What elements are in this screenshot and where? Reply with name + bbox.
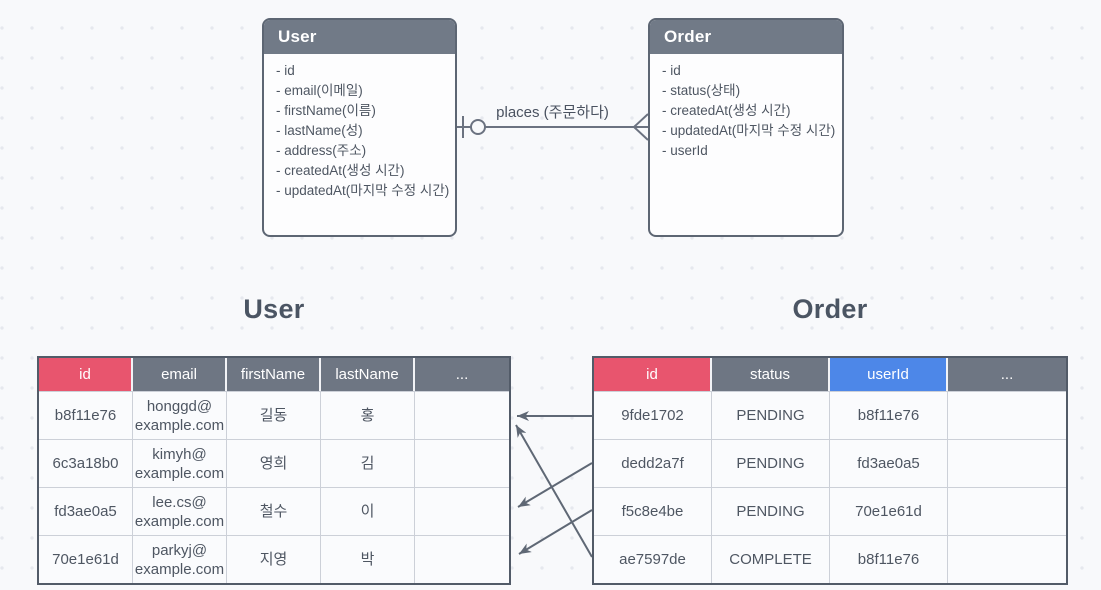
cell-id: b8f11e76 xyxy=(39,392,133,439)
cell-id: ae7597de xyxy=(594,536,712,583)
cell-status: COMPLETE xyxy=(712,536,830,583)
cell-more xyxy=(415,392,509,439)
table-row: b8f11e76 honggd@ example.com 길동 홍 xyxy=(39,391,509,439)
cell-status: PENDING xyxy=(712,440,830,487)
entity-field: - firstName(이름) xyxy=(276,103,376,118)
entity-user: User - id - email(이메일) - firstName(이름) -… xyxy=(262,18,457,237)
cell-more xyxy=(948,488,1066,535)
entity-field: - email(이메일) xyxy=(276,83,363,98)
cell-id: fd3ae0a5 xyxy=(39,488,133,535)
cell-lastname: 홍 xyxy=(321,392,415,439)
cell-status: PENDING xyxy=(712,488,830,535)
entity-order-fields: - id - status(상태) - createdAt(생성 시간) - u… xyxy=(650,54,842,161)
cell-lastname: 이 xyxy=(321,488,415,535)
entity-order-title: Order xyxy=(650,20,842,54)
cell-email: kimyh@ example.com xyxy=(133,440,227,487)
user-table: id email firstName lastName ... b8f11e76… xyxy=(37,356,511,585)
order-table-header: id status userId ... xyxy=(594,358,1066,391)
cell-userid: b8f11e76 xyxy=(830,392,948,439)
cardinality-optional-circle-icon xyxy=(470,119,486,135)
cell-userid: fd3ae0a5 xyxy=(830,440,948,487)
cell-more xyxy=(415,536,509,583)
column-header-more: ... xyxy=(948,358,1066,391)
cell-id: 70e1e61d xyxy=(39,536,133,583)
cell-more xyxy=(948,440,1066,487)
cell-status: PENDING xyxy=(712,392,830,439)
user-table-header: id email firstName lastName ... xyxy=(39,358,509,391)
cell-email: parkyj@ example.com xyxy=(133,536,227,583)
fk-arrow-dedd2a7f-fd3ae0a5 xyxy=(517,462,593,508)
cell-firstname: 길동 xyxy=(227,392,321,439)
order-table-title: Order xyxy=(792,294,868,324)
table-row: f5c8e4be PENDING 70e1e61d xyxy=(594,487,1066,535)
cell-more xyxy=(948,536,1066,583)
entity-field: - updatedAt(마지막 수정 시간) xyxy=(662,123,836,138)
cell-firstname: 영희 xyxy=(227,440,321,487)
entity-user-title: User xyxy=(264,20,455,54)
column-header-id: id xyxy=(39,358,133,391)
column-header-email: email xyxy=(133,358,227,391)
cell-more xyxy=(415,488,509,535)
table-row: fd3ae0a5 lee.cs@ example.com 철수 이 xyxy=(39,487,509,535)
entity-field: - createdAt(생성 시간) xyxy=(276,163,405,178)
cell-more xyxy=(948,392,1066,439)
entity-order: Order - id - status(상태) - createdAt(생성 시… xyxy=(648,18,844,237)
column-header-firstname: firstName xyxy=(227,358,321,391)
entity-field: - status(상태) xyxy=(662,83,741,98)
table-row: ae7597de COMPLETE b8f11e76 xyxy=(594,535,1066,583)
cell-lastname: 박 xyxy=(321,536,415,583)
cell-id: dedd2a7f xyxy=(594,440,712,487)
cell-firstname: 철수 xyxy=(227,488,321,535)
cell-id: 9fde1702 xyxy=(594,392,712,439)
cell-email: honggd@ example.com xyxy=(133,392,227,439)
column-header-id: id xyxy=(594,358,712,391)
cell-id: f5c8e4be xyxy=(594,488,712,535)
table-row: 70e1e61d parkyj@ example.com 지영 박 xyxy=(39,535,509,583)
entity-field: - createdAt(생성 시간) xyxy=(662,103,791,118)
cell-email: lee.cs@ example.com xyxy=(133,488,227,535)
table-row: 9fde1702 PENDING b8f11e76 xyxy=(594,391,1066,439)
cell-userid: b8f11e76 xyxy=(830,536,948,583)
table-row: dedd2a7f PENDING fd3ae0a5 xyxy=(594,439,1066,487)
entity-field: - address(주소) xyxy=(276,143,367,158)
table-row: 6c3a18b0 kimyh@ example.com 영희 김 xyxy=(39,439,509,487)
entity-field: - userId xyxy=(662,143,708,158)
entity-field: - id xyxy=(662,63,681,78)
entity-field: - id xyxy=(276,63,295,78)
entity-field: - lastName(성) xyxy=(276,123,363,138)
cell-firstname: 지영 xyxy=(227,536,321,583)
column-header-status: status xyxy=(712,358,830,391)
fk-arrow-f5c8e4be-70e1e61d xyxy=(518,509,593,555)
column-header-userid: userId xyxy=(830,358,948,391)
entity-user-fields: - id - email(이메일) - firstName(이름) - last… xyxy=(264,54,455,201)
cell-more xyxy=(415,440,509,487)
column-header-more: ... xyxy=(415,358,509,391)
cell-id: 6c3a18b0 xyxy=(39,440,133,487)
relationship-label: places (주문하다) xyxy=(496,104,609,121)
fk-arrow-ae7597de-b8f11e76 xyxy=(515,424,593,558)
user-table-title: User xyxy=(243,294,305,324)
entity-field: - updatedAt(마지막 수정 시간) xyxy=(276,183,450,198)
cell-lastname: 김 xyxy=(321,440,415,487)
order-table: id status userId ... 9fde1702 PENDING b8… xyxy=(592,356,1068,585)
column-header-lastname: lastName xyxy=(321,358,415,391)
cell-userid: 70e1e61d xyxy=(830,488,948,535)
